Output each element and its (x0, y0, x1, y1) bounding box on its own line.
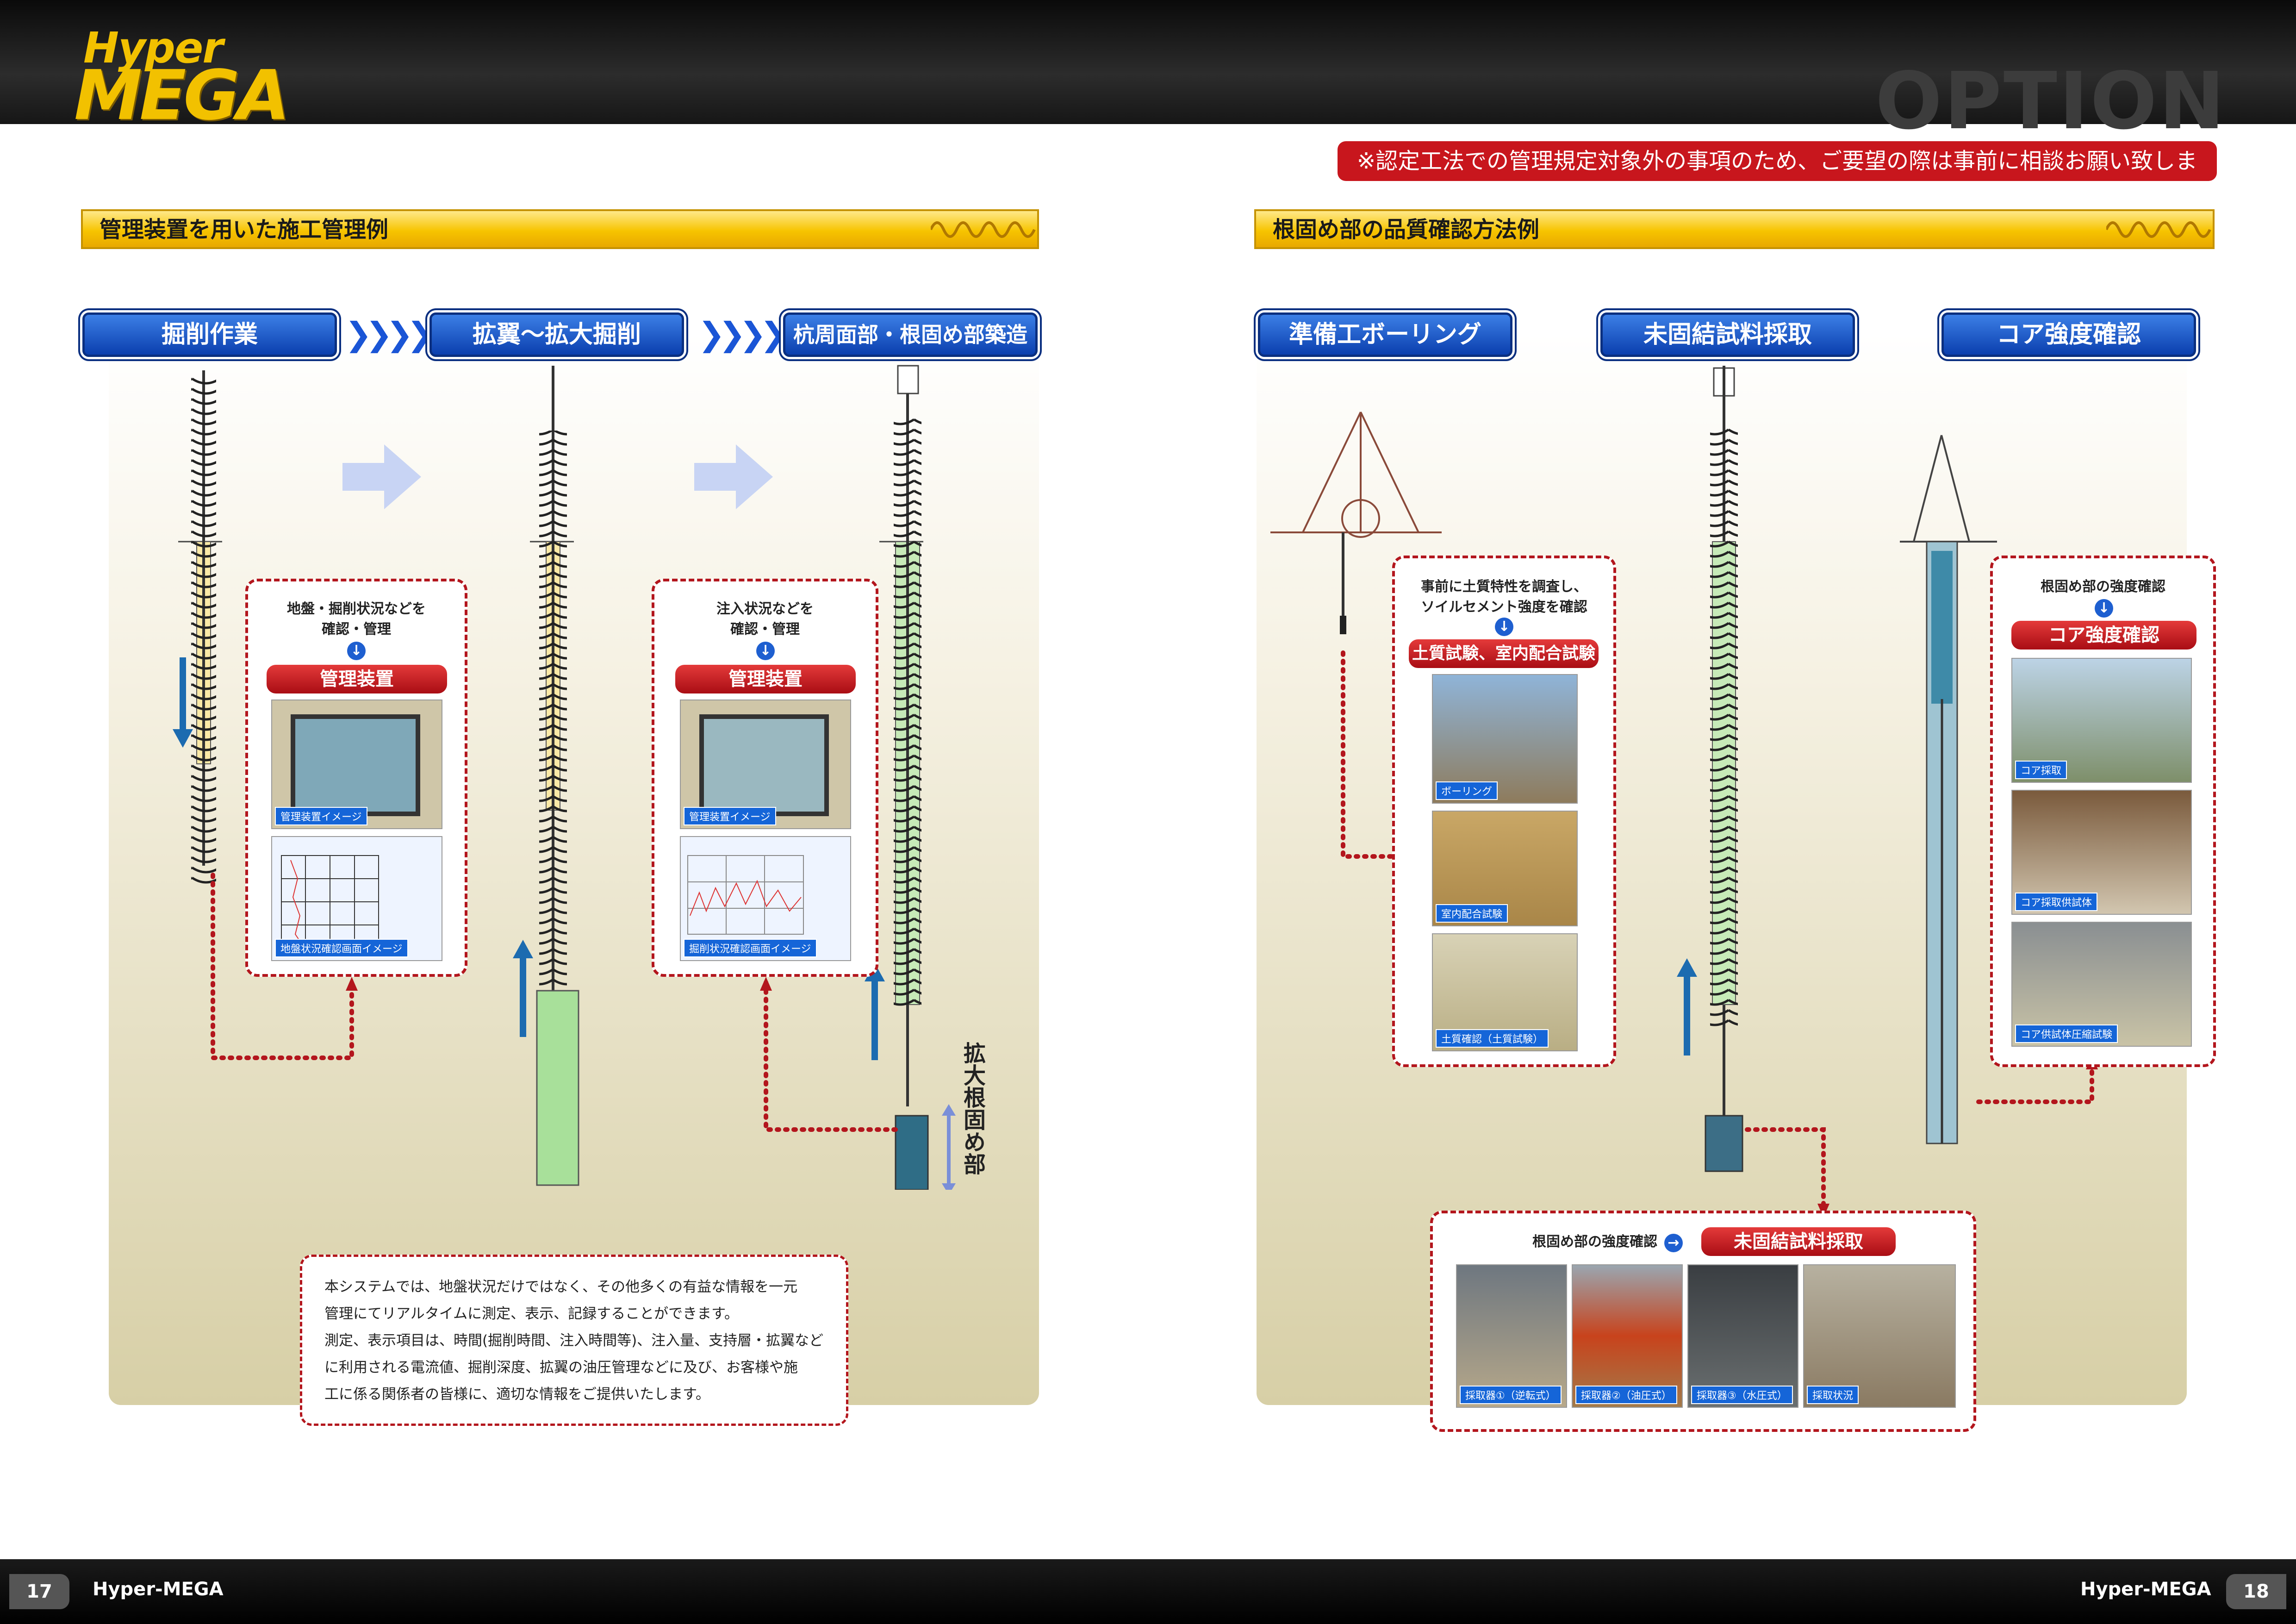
photo-caption: 採取状況 (1807, 1386, 1859, 1404)
photo-caption: 土質確認（土質試験） (1436, 1029, 1549, 1048)
box-text-line-2: 確認・管理 (730, 621, 800, 637)
notice-banner: ※認定工法での管理規定対象外の事項のため、ご要望の際は事前に相談お願い致します。 (1338, 141, 2217, 214)
description-line: 測定、表示項目は、時間(掘削時間、注入時間等)、注入量、支持層・拡翼など (324, 1332, 824, 1349)
arrow-right-icon: → (1664, 1234, 1683, 1252)
description-box: 本システムでは、地盤状況だけではなく、その他多くの有益な情報を一元 管理にてリア… (300, 1255, 848, 1426)
core-specimen-photo: コア採取供試体 (2011, 790, 2192, 915)
arrow-down-icon: ↓ (756, 642, 775, 660)
step-core-strength: コア強度確認 (1941, 312, 2196, 357)
chevron-right-icon: ❯❯❯❯ (345, 315, 434, 353)
construction-process-diagram (173, 365, 956, 1190)
sampling-status-photo: 採取状況 (1803, 1264, 1956, 1408)
box-text-line-1: 根固め部の強度確認 (2041, 579, 2165, 595)
boring-photo: ボーリング (1432, 674, 1578, 804)
footer-brand-left: Hyper-MEGA (93, 1579, 224, 1600)
right-section-title: 根固め部の品質確認方法例 (1273, 217, 1540, 243)
zigzag-ornament-icon (931, 221, 1036, 238)
step-wing-expansion: 拡翼～拡大掘削 (429, 312, 684, 357)
core-sampling-photo: コア採取 (2011, 658, 2192, 783)
flow-arrow-icon (342, 444, 421, 509)
sampler-2-photo: 採取器②（油圧式） (1572, 1264, 1683, 1408)
description-line: 管理にてリアルタイムに測定、表示、記録することができます。 (324, 1305, 739, 1322)
photo-caption: コア採取 (2015, 761, 2067, 779)
footer-bar (0, 1559, 2296, 1624)
header-bar (0, 0, 2296, 124)
enlarged-base-label: 拡大根固め部 (959, 1042, 985, 1175)
box-text-line-2: 確認・管理 (322, 621, 391, 637)
excavation-status-screen: 掘削状況確認画面イメージ (680, 836, 851, 961)
page-number-right: 18 (2226, 1574, 2286, 1609)
zigzag-ornament-icon (2106, 221, 2211, 238)
flow-arrow-icon (694, 444, 773, 509)
photo-caption: 採取器③（水圧式） (1691, 1386, 1793, 1404)
box-text-line-2: ソイルセメント強度を確認 (1421, 599, 1587, 615)
core-strength-box: 根固め部の強度確認 ↓ コア強度確認 コア採取 コア採取供試体 コア供試体圧縮試… (1990, 556, 2216, 1067)
step-excavation: 掘削作業 (82, 312, 337, 357)
soil-check-photo: 土質確認（土質試験） (1432, 933, 1578, 1051)
page-title: OPTION (1875, 56, 2227, 147)
soil-test-label: 土質試験、室内配合試験 (1409, 639, 1599, 668)
management-device-box-2: 注入状況などを 確認・管理 ↓ 管理装置 管理装置イメージ 掘削状況確認画面イメ… (652, 579, 878, 977)
arrow-down-icon: ↓ (347, 642, 366, 660)
photo-caption: 室内配合試験 (1436, 904, 1508, 923)
photo-caption: 採取器②（油圧式） (1575, 1386, 1677, 1404)
arrow-down-icon: ↓ (1495, 618, 1513, 636)
management-device-box-1: 地盤・掘削状況などを 確認・管理 ↓ 管理装置 管理装置イメージ 地盤状況確認画… (245, 579, 467, 977)
photo-caption: 掘削状況確認画面イメージ (684, 939, 817, 957)
description-line: 工に係る関係者の皆様に、適切な情報をご提供いたします。 (324, 1386, 710, 1403)
sample-collection-label: 未固結試料採取 (1701, 1227, 1896, 1256)
ground-status-screen: 地盤状況確認画面イメージ (271, 836, 442, 961)
photo-caption: コア採取供試体 (2015, 893, 2098, 911)
compression-test-photo: コア供試体圧縮試験 (2011, 922, 2192, 1047)
photo-caption: 管理装置イメージ (684, 807, 776, 825)
device-photo: 管理装置イメージ (680, 700, 851, 829)
chevron-right-icon: ❯❯❯❯ (698, 315, 787, 353)
sampler-1-photo: 採取器①（逆転式） (1456, 1264, 1567, 1408)
step-pile-construction: 杭周面部・根固め部築造 (783, 312, 1038, 357)
box-text-line-1: 地盤・掘削状況などを (287, 601, 426, 617)
box-text-line-1: 注入状況などを (716, 601, 814, 617)
step-sample-collection: 未固結試料採取 (1600, 312, 1855, 357)
photo-caption: ボーリング (1436, 781, 1498, 800)
photo-caption: 地盤状況確認画面イメージ (275, 939, 408, 957)
box-text-line-1: 根固め部の強度確認 (1532, 1234, 1657, 1250)
hyper-mega-logo: Hyper MEGA (74, 23, 290, 135)
step-boring: 準備工ボーリング (1258, 312, 1512, 357)
left-section-header: 管理装置を用いた施工管理例 (81, 209, 1039, 249)
boring-rig-icon (1270, 412, 1442, 538)
description-text: 本システムでは、地盤状況だけではなく、その他多くの有益な情報を一元 管理にてリア… (324, 1274, 834, 1408)
box-text-line-1: 事前に土質特性を調査し、 (1421, 579, 1587, 595)
photo-caption: コア供試体圧縮試験 (2015, 1024, 2118, 1043)
page-number-left: 17 (9, 1574, 69, 1609)
description-line: に利用される電流値、掘削深度、拡翼の油圧管理などに及び、お客様や施 (324, 1359, 798, 1376)
right-section-header: 根固め部の品質確認方法例 (1254, 209, 2215, 249)
sample-collection-box: 根固め部の強度確認 → 未固結試料採取 採取器①（逆転式） 採取器②（油圧式） … (1430, 1211, 1976, 1432)
core-rig-icon (1900, 435, 1997, 543)
logo-top-text: Hyper (83, 23, 224, 73)
lab-mix-photo: 室内配合試験 (1432, 811, 1578, 926)
description-line: 本システムでは、地盤状況だけではなく、その他多くの有益な情報を一元 (324, 1279, 798, 1295)
device-label: 管理装置 (267, 665, 447, 693)
left-section-title: 管理装置を用いた施工管理例 (100, 217, 389, 243)
sampler-3-photo: 採取器③（水圧式） (1687, 1264, 1798, 1408)
device-photo: 管理装置イメージ (271, 700, 442, 829)
soil-test-box: 事前に土質特性を調査し、 ソイルセメント強度を確認 ↓ 土質試験、室内配合試験 … (1392, 556, 1616, 1067)
logo-main-text: MEGA (74, 56, 290, 135)
photo-caption: 管理装置イメージ (275, 807, 367, 825)
photo-caption: 採取器①（逆転式） (1460, 1386, 1562, 1404)
core-strength-label: コア強度確認 (2011, 621, 2196, 650)
device-label: 管理装置 (675, 665, 856, 693)
arrow-down-icon: ↓ (2095, 599, 2113, 618)
footer-brand-right: Hyper-MEGA (2080, 1579, 2211, 1600)
